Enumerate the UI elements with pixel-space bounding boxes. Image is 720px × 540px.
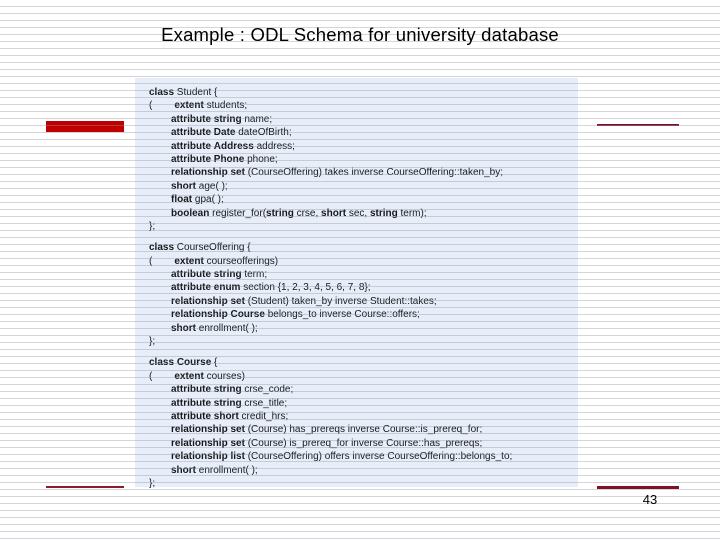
- class-extent-line: (extent courseofferings): [149, 255, 279, 267]
- class-extent-line: (extent students;: [149, 100, 248, 112]
- class-member-line: relationship set (Course) is_prereq_for …: [171, 437, 483, 449]
- class-header-line: class Course {: [149, 357, 218, 369]
- class-header-line: class CourseOffering {: [149, 242, 251, 254]
- decorative-rule-bottom-right: [597, 486, 679, 489]
- class-header-line: class Student {: [149, 87, 218, 98]
- class-member-line: attribute Date dateOfBirth;: [171, 127, 292, 139]
- decorative-rule-bottom-left: [46, 486, 124, 488]
- class-member-line: attribute enum section {1, 2, 3, 4, 5, 6…: [171, 282, 371, 294]
- page-number: 43: [642, 492, 658, 507]
- class-member-line: relationship set (CourseOffering) takes …: [171, 167, 504, 179]
- class-member-line: attribute string crse_code;: [171, 384, 294, 396]
- decorative-rule-top-right: [597, 124, 679, 126]
- class-member-line: relationship set (Student) taken_by inve…: [171, 295, 437, 307]
- class-member-line: attribute string name;: [171, 113, 273, 125]
- class-definition: class CourseOffering {(extent courseoffe…: [135, 241, 578, 348]
- class-footer-line: };: [149, 336, 156, 348]
- code-block: class Student {(extent students;attribut…: [135, 86, 578, 490]
- class-member-line: attribute short credit_hrs;: [171, 410, 289, 422]
- class-member-line: short enrollment( );: [171, 322, 258, 334]
- class-member-line: attribute Address address;: [171, 140, 295, 152]
- class-member-line: attribute string term;: [171, 269, 268, 281]
- class-member-line: relationship Course belongs_to inverse C…: [171, 309, 420, 321]
- class-member-line: relationship list (CourseOffering) offer…: [171, 451, 513, 463]
- class-member-line: short age( );: [171, 180, 228, 192]
- class-extent-line: (extent courses): [149, 370, 245, 382]
- page-title: Example : ODL Schema for university data…: [161, 24, 559, 45]
- class-member-line: boolean register_for(string crse, short …: [171, 207, 427, 219]
- class-definition: class Course {(extent courses) attribute …: [135, 356, 578, 490]
- class-member-line: attribute Phone phone;: [171, 153, 278, 165]
- decorative-rule-top-left: [46, 121, 124, 132]
- class-member-line: attribute string crse_title;: [171, 397, 288, 409]
- class-member-line: float gpa( );: [171, 194, 224, 206]
- class-definition: class Student {(extent students;attribut…: [135, 86, 578, 233]
- class-footer-line: };: [149, 220, 156, 232]
- class-footer-line: };: [149, 477, 156, 489]
- odl-schema-code-panel: class Student {(extent students;attribut…: [135, 78, 578, 490]
- class-member-line: relationship set (Course) has_prereqs in…: [171, 424, 483, 436]
- class-member-line: short enrollment( );: [171, 464, 258, 476]
